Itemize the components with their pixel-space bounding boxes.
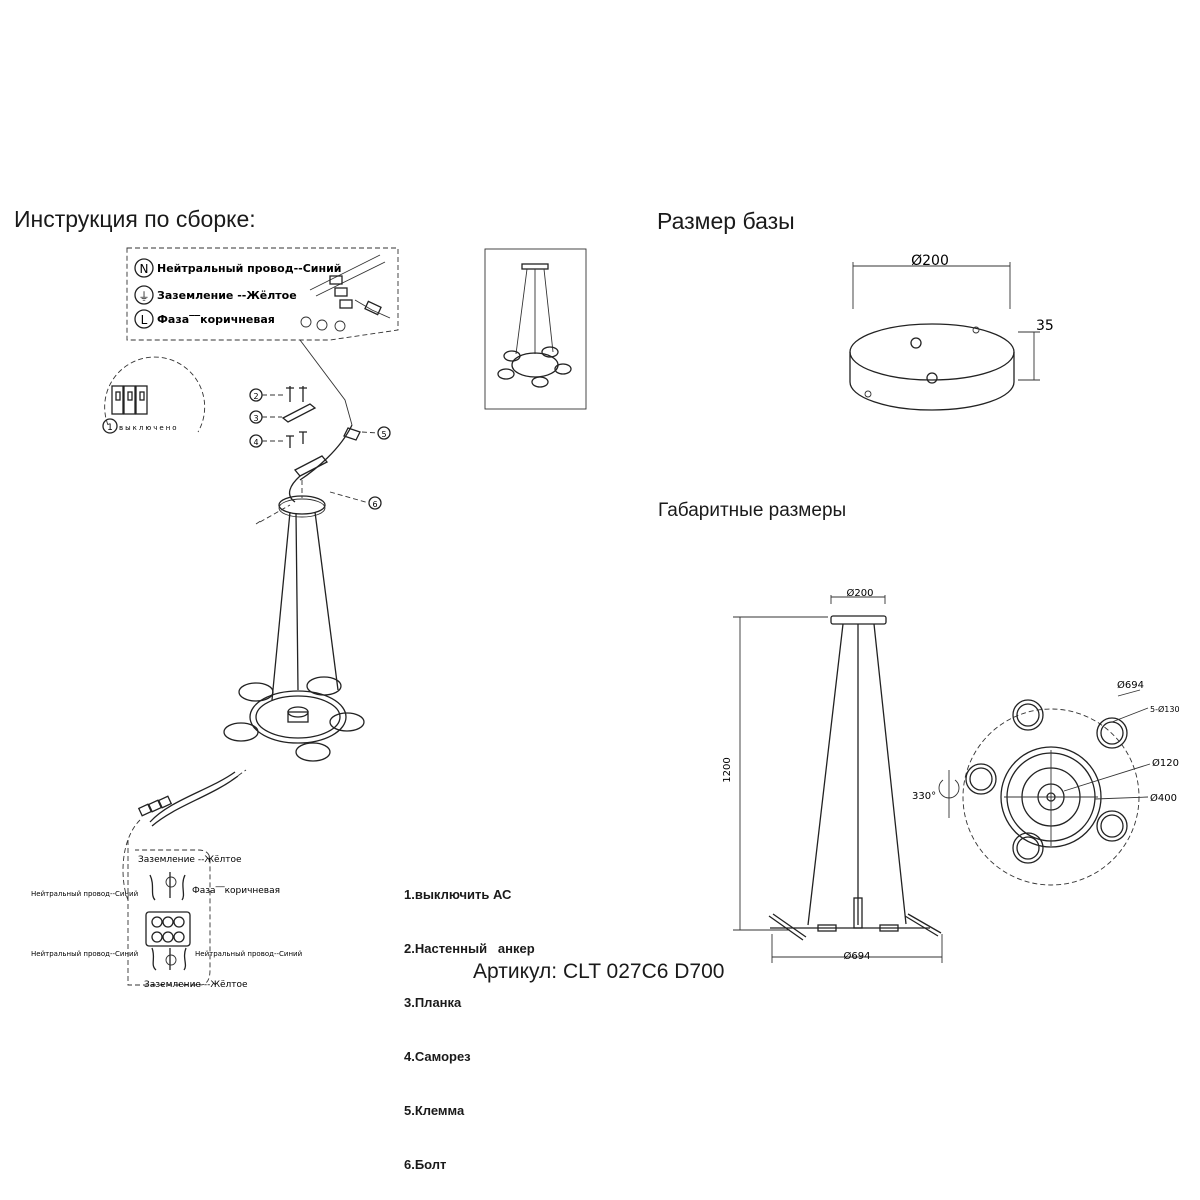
svg-text:35: 35: [1036, 318, 1054, 334]
terminal-junction-diagram: Заземление --Жёлтое Нейтральный провод--…: [31, 771, 302, 990]
svg-text:Заземление --Жёлтое: Заземление --Жёлтое: [138, 855, 242, 865]
svg-text:2: 2: [253, 392, 258, 401]
svg-text:330°: 330°: [912, 791, 936, 802]
assembly-title: Инструкция по сборке:: [14, 206, 256, 232]
svg-text:6: 6: [372, 500, 377, 509]
svg-text:Нейтральный провод--Синий: Нейтральный провод--Синий: [31, 890, 138, 898]
svg-text:Ø694: Ø694: [1117, 679, 1144, 691]
svg-text:1: 1: [107, 423, 113, 433]
svg-text:Нейтральный провод--Синий: Нейтральный провод--Синий: [157, 262, 342, 275]
overall-dims-title: Габаритные размеры: [658, 500, 847, 521]
step-5: 5.Клемма: [404, 1103, 465, 1118]
callout-5: 5: [361, 426, 391, 440]
legend-phase: L Фаза‾‾коричневая: [134, 309, 275, 329]
svg-text:Ø200: Ø200: [911, 253, 949, 269]
step-4: 4.Саморез: [404, 1049, 471, 1064]
legend-earth: ⏚ Заземление --Жёлтое: [134, 285, 297, 305]
legend-leader: [299, 339, 353, 426]
assembled-preview: [484, 248, 587, 410]
base-size-title: Размер базы: [657, 208, 795, 234]
svg-text:Нейтральный провод--Синий: Нейтральный провод--Синий: [195, 950, 302, 958]
callout-6: 6: [329, 491, 382, 510]
svg-text:Нейтральный провод--Синий: Нейтральный провод--Синий: [31, 950, 138, 958]
step-2: 2.Настенный анкер: [404, 941, 535, 956]
breaker-icon: 1 выключено: [102, 356, 206, 434]
svg-text:Заземление --Жёлтое: Заземление --Жёлтое: [157, 289, 297, 302]
article-number: Артикул: CLT 027C6 D700: [473, 960, 725, 983]
svg-text:5-Ø130: 5-Ø130: [1150, 704, 1180, 714]
svg-text:3: 3: [253, 414, 258, 423]
callout-3: 3: [249, 410, 282, 424]
callout-2: 2: [249, 388, 285, 402]
callout-4: 4: [249, 434, 285, 448]
svg-text:⏚: ⏚: [139, 290, 150, 303]
exploded-assembly: 2 3 4 5 6: [223, 386, 391, 786]
svg-text:Ø200: Ø200: [847, 587, 874, 599]
base-size-drawing: Ø200 35: [849, 253, 1054, 411]
svg-text:L: L: [141, 313, 148, 327]
svg-text:выключено: выключено: [119, 424, 179, 432]
legend-connector-sketch: [300, 254, 391, 332]
svg-text:Ø120: Ø120: [1152, 757, 1179, 769]
step-6: 6.Болт: [404, 1157, 447, 1172]
assembly-steps-list: 1.выключить АС 2.Настенный анкер 3.Планк…: [404, 850, 535, 1192]
svg-text:Заземление --Жёлтое: Заземление --Жёлтое: [144, 980, 248, 990]
legend-neutral: N Нейтральный провод--Синий: [134, 258, 342, 278]
overall-side-view: Ø200 1200 Ø694: [722, 587, 943, 963]
overall-plan-view: Ø694 5-Ø130 Ø120 Ø400 330°: [912, 679, 1180, 886]
step-3: 3.Планка: [404, 995, 462, 1010]
svg-text:N: N: [140, 262, 149, 276]
step-1: 1.выключить АС: [404, 887, 512, 902]
svg-text:4: 4: [253, 438, 258, 447]
svg-text:Ø400: Ø400: [1150, 792, 1177, 804]
svg-text:1200: 1200: [722, 757, 733, 782]
svg-text:Фаза‾‾коричневая: Фаза‾‾коричневая: [157, 313, 275, 326]
wiring-legend: N Нейтральный провод--Синий ⏚ Заземление…: [126, 247, 399, 341]
svg-text:Ø694: Ø694: [844, 950, 871, 962]
svg-text:5: 5: [381, 430, 386, 439]
svg-text:Фаза‾‾коричневая: Фаза‾‾коричневая: [192, 886, 280, 896]
